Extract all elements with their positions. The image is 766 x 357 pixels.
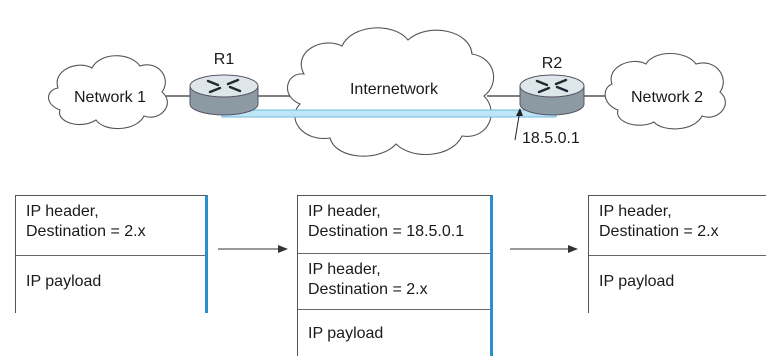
network-1-cloud: Network 1	[47, 55, 168, 130]
packet-at-network-1: IP header, Destination = 2.x IP payload	[15, 195, 208, 313]
network-2-label: Network 2	[631, 89, 703, 106]
ip-payload-cell: IP payload	[298, 310, 490, 357]
router-r1-label: R1	[214, 51, 235, 68]
payload-label: IP payload	[26, 273, 102, 290]
tunnel	[221, 109, 557, 118]
router-arrows-icon	[206, 78, 242, 94]
ip-payload-cell: IP payload	[16, 256, 205, 314]
header-line-1: IP header,	[26, 203, 99, 220]
payload-label: IP payload	[599, 273, 675, 290]
router-r2: R2	[519, 55, 585, 116]
header-line-2: Destination = 2.x	[26, 223, 146, 240]
packet-in-tunnel: IP header, Destination = 18.5.0.1 IP hea…	[297, 195, 493, 356]
outer-ip-header-cell: IP header, Destination = 18.5.0.1	[298, 196, 490, 254]
forward-arrow-1	[218, 245, 288, 253]
router-r2-label: R2	[542, 55, 563, 72]
ip-header-cell: IP header, Destination = 2.x	[589, 196, 766, 256]
router-arrows-icon	[535, 78, 569, 94]
header-line-1: IP header,	[308, 261, 381, 278]
header-line-2: Destination = 18.5.0.1	[308, 223, 465, 240]
packet-at-network-2: IP header, Destination = 2.x IP payload	[588, 195, 766, 313]
address-label: 18.5.0.1	[522, 130, 580, 147]
header-line-1: IP header,	[599, 203, 672, 220]
forward-arrow-2	[510, 245, 578, 253]
header-line-2: Destination = 2.x	[599, 223, 719, 240]
header-line-1: IP header,	[308, 203, 381, 220]
payload-label: IP payload	[308, 325, 384, 342]
internetwork-cloud: Internetwork	[286, 27, 495, 157]
network-2-cloud: Network 2	[604, 53, 726, 130]
network-1-label: Network 1	[74, 89, 146, 106]
router-r1: R1	[189, 51, 259, 116]
ip-header-cell: IP header, Destination = 2.x	[16, 196, 205, 256]
internetwork-label: Internetwork	[350, 81, 439, 98]
header-line-2: Destination = 2.x	[308, 281, 428, 298]
address-pointer-head	[516, 108, 523, 116]
ip-payload-cell: IP payload	[589, 256, 766, 314]
inner-ip-header-cell: IP header, Destination = 2.x	[298, 254, 490, 310]
